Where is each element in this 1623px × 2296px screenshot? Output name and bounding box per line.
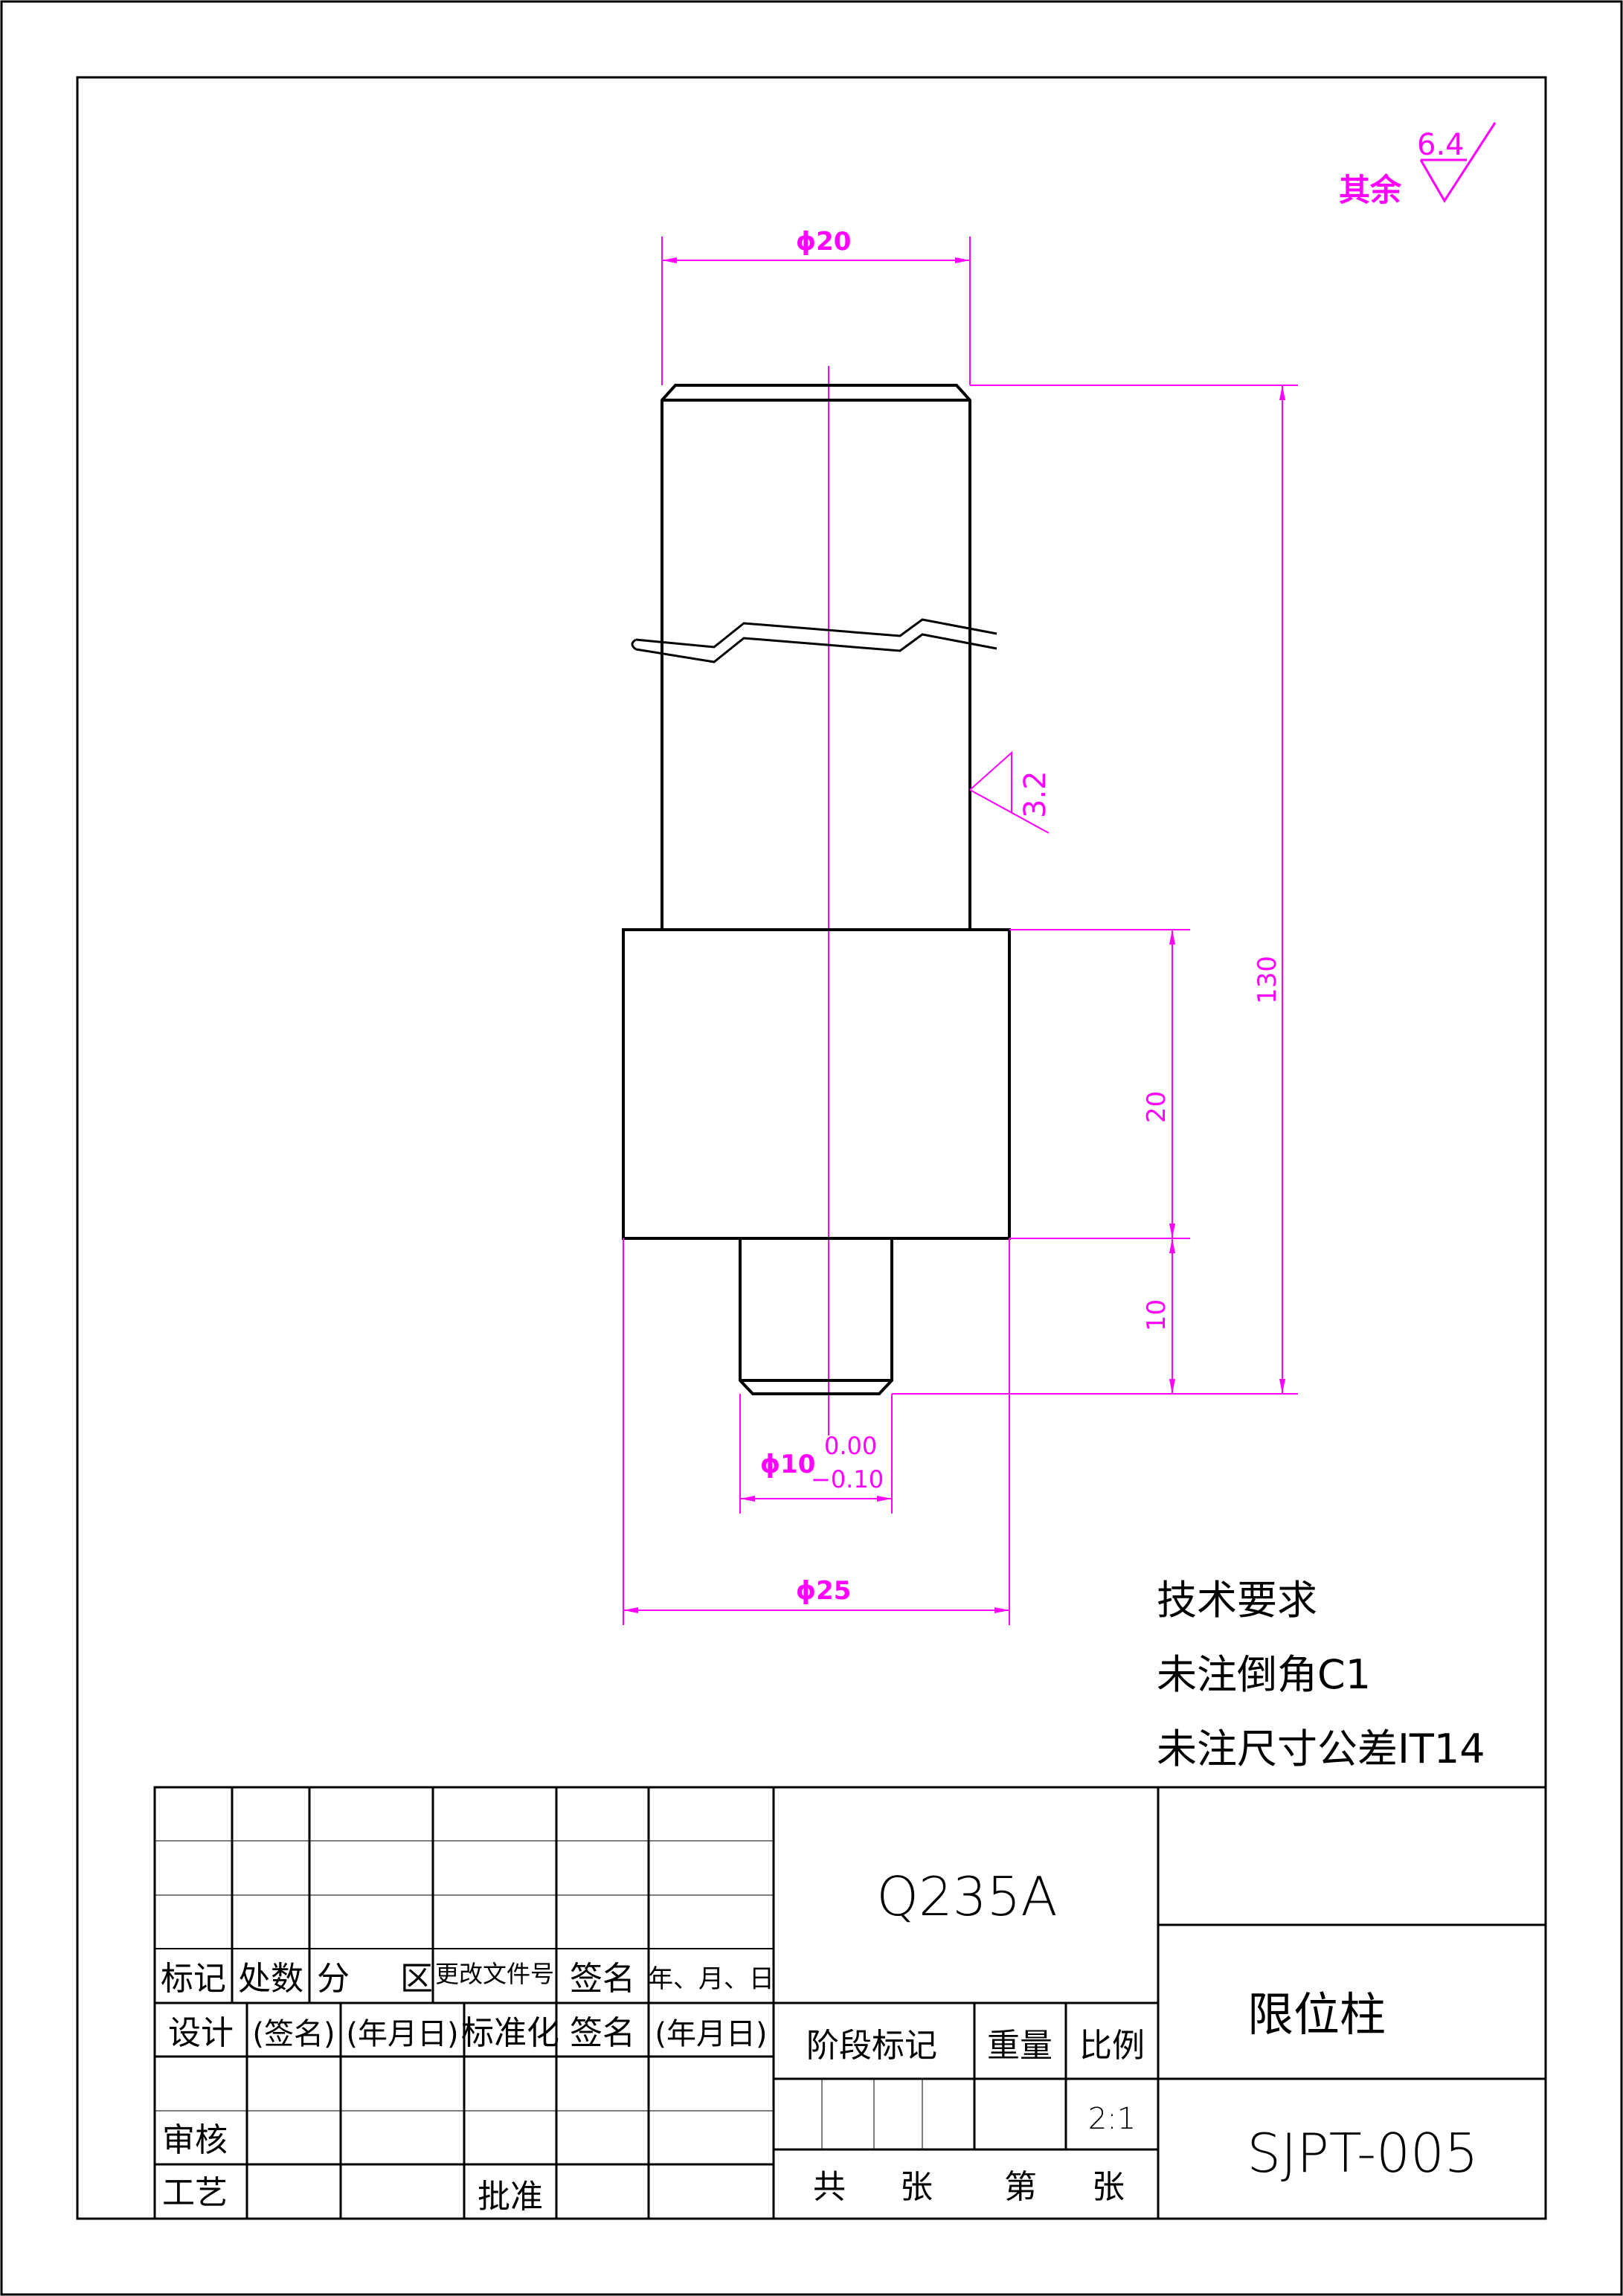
sheet-total-label: 共 <box>813 2168 846 2206</box>
header-mark: 标记 <box>161 1960 226 1998</box>
dim-stub-tol-upper: 0.00 <box>824 1432 877 1460</box>
requirements-line-2: 未注尺寸公差IT14 <box>1157 1726 1485 1772</box>
dim-stub-length: 10 <box>1142 1238 1175 1394</box>
header-zone-qu: 区 <box>400 1960 433 1998</box>
row-process: 工艺 <box>162 2174 228 2212</box>
sheet-no-unit: 张 <box>1092 2168 1125 2206</box>
row-design-sign: (签名) <box>252 2017 335 2051</box>
scale-label: 比例 <box>1079 2027 1145 2065</box>
stage-mark-label: 阶段标记 <box>806 2027 937 2065</box>
dim-total-length: 130 <box>892 385 1298 1395</box>
row-design-date: (年月日) <box>346 2017 458 2051</box>
drawing-number: SJPT-005 <box>1247 2122 1478 2184</box>
material: Q235A <box>876 1865 1057 1928</box>
drawing-frame <box>76 76 1547 2220</box>
row-design: 设计 <box>168 2014 234 2052</box>
dim-top-diameter: ϕ20 <box>661 227 971 385</box>
part-outline <box>622 384 1011 1395</box>
header-zone-fen: 分 <box>317 1960 350 1998</box>
roughness-note: 其余 <box>1339 172 1402 208</box>
dim-collar-length-text: 20 <box>1142 1091 1172 1123</box>
row-standard: 标准化 <box>461 2014 559 2052</box>
dim-stub-diameter: ϕ10 0.00 −0.10 <box>739 1394 893 1514</box>
break-line <box>631 618 997 663</box>
dim-total-length-text: 130 <box>1253 956 1282 1004</box>
dim-stub-length-text: 10 <box>1142 1299 1172 1331</box>
row-standard-sign: 签名 <box>570 2014 635 2052</box>
roughness-surface-symbol: 3.2 <box>969 750 1052 834</box>
requirements-title: 技术要求 <box>1157 1577 1317 1624</box>
header-date: 年、月、日 <box>648 1964 774 1994</box>
row-standard-date: (年月日) <box>655 2017 767 2051</box>
dim-collar-diameter-text: ϕ25 <box>796 1576 851 1606</box>
title-block <box>153 1786 1547 2220</box>
roughness-default-value: 6.4 <box>1417 128 1465 162</box>
dim-stub-tol-lower: −0.10 <box>811 1465 884 1493</box>
roughness-surface-value: 3.2 <box>1018 771 1052 818</box>
weight-label: 重量 <box>987 2027 1052 2065</box>
row-approve: 批准 <box>478 2178 543 2216</box>
roughness-default-symbol: 其余 6.4 <box>1339 122 1497 208</box>
header-count: 处数 <box>238 1960 303 1998</box>
scale-value: 2:1 <box>1088 2102 1136 2136</box>
header-signature: 签名 <box>570 1960 635 1998</box>
part-name: 限位柱 <box>1247 1987 1386 2042</box>
header-change-doc: 更改文件号 <box>435 1960 554 1988</box>
title-block-text: Q235A 限位柱 SJPT-005 标记 处数 分 区 更改文件号 签名 年、… <box>161 1865 1479 2216</box>
requirements-line-1: 未注倒角C1 <box>1157 1651 1371 1698</box>
sheet-no-label: 第 <box>1004 2168 1037 2206</box>
row-review: 审核 <box>162 2121 228 2159</box>
dim-stub-diameter-text: ϕ10 <box>760 1450 815 1479</box>
dim-collar-diameter: ϕ25 <box>623 1238 1010 1625</box>
dim-collar-length: 20 <box>1009 929 1190 1239</box>
dim-top-diameter-text: ϕ20 <box>796 227 851 257</box>
sheet-total-unit: 张 <box>900 2168 933 2206</box>
technical-requirements: 技术要求 未注倒角C1 未注尺寸公差IT14 <box>1157 1577 1485 1772</box>
